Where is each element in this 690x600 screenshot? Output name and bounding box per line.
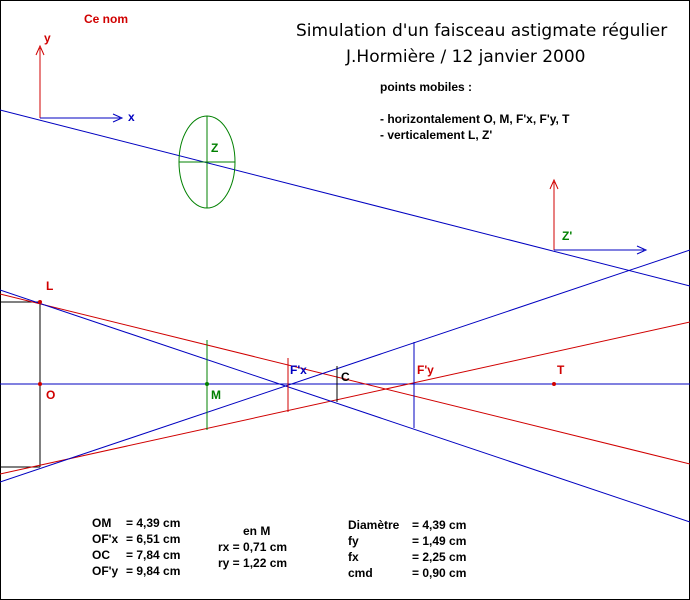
info-line-1: - horizontalement O, M, F'x, F'y, T [380, 112, 570, 126]
point-fy-label[interactable]: F'y [417, 363, 434, 377]
info-heading: points mobiles : [380, 80, 472, 94]
measure-mid-heading: en M [243, 524, 270, 538]
point-o-label[interactable]: O [46, 388, 55, 402]
x-axis-arrowhead [112, 113, 124, 123]
measure-value-fy: = 1,49 cm [412, 534, 466, 548]
measures-mid: en M rx = 0,71 cm ry = 1,22 cm [218, 524, 287, 570]
measure-label-ofy: OF'y [92, 564, 119, 578]
measures-left: OM = 4,39 cm OF'x = 6,51 cm OC = 7,84 cm… [92, 516, 180, 578]
point-t-label[interactable]: T [557, 363, 565, 377]
y-axis-arrowhead [35, 44, 45, 56]
title-line-2: J.Hormière / 12 janvier 2000 [345, 47, 586, 67]
blue-ray-upper [0, 289, 690, 523]
measure-ry: ry = 1,22 cm [218, 556, 287, 570]
measure-value-om: = 4,39 cm [126, 516, 180, 530]
measure-label-ofx: OF'x [92, 532, 119, 546]
measure-label-diametre: Diamètre [348, 518, 400, 532]
measure-value-fx: = 2,25 cm [412, 550, 466, 564]
point-t-marker[interactable] [552, 382, 556, 386]
measure-value-ofx: = 6,51 cm [126, 532, 180, 546]
red-ray-lower [0, 321, 690, 475]
point-m-marker[interactable] [205, 382, 209, 386]
measure-label-fy: fy [348, 534, 359, 548]
point-fx-label[interactable]: F'x [290, 363, 307, 377]
measure-label-fx: fx [348, 550, 359, 564]
title-line-1: Simulation d'un faisceau astigmate régul… [296, 21, 667, 41]
x-axis-label: x [128, 110, 135, 124]
measures-right: Diamètre = 4,39 cm fy = 1,49 cm fx = 2,2… [348, 518, 466, 580]
measure-label-oc: OC [92, 548, 110, 562]
measure-value-cmd: = 0,90 cm [412, 566, 466, 580]
corner-label: Ce nom [84, 12, 128, 26]
blue-diagonal-upper [0, 109, 690, 287]
zp-vertical-arrowhead [549, 178, 559, 190]
point-m-label[interactable]: M [211, 388, 221, 402]
point-z-label: Z [211, 141, 218, 155]
measure-value-oc: = 7,84 cm [126, 548, 180, 562]
point-l-marker[interactable] [38, 300, 42, 304]
red-ray-upper [0, 293, 690, 465]
point-zp-label[interactable]: Z' [562, 229, 572, 243]
zp-horizontal-arrowhead [636, 245, 648, 255]
measure-label-cmd: cmd [348, 566, 373, 580]
point-o-marker[interactable] [38, 382, 42, 386]
point-l-label[interactable]: L [46, 279, 53, 293]
measure-value-ofy: = 9,84 cm [126, 564, 180, 578]
blue-ray-lower [0, 249, 690, 483]
y-axis-label: y [44, 31, 51, 45]
measure-value-diametre: = 4,39 cm [412, 518, 466, 532]
measure-label-om: OM [92, 516, 111, 530]
info-line-2: - verticalement L, Z' [380, 128, 492, 142]
point-c-label: C [341, 370, 350, 384]
measure-rx: rx = 0,71 cm [218, 540, 287, 554]
